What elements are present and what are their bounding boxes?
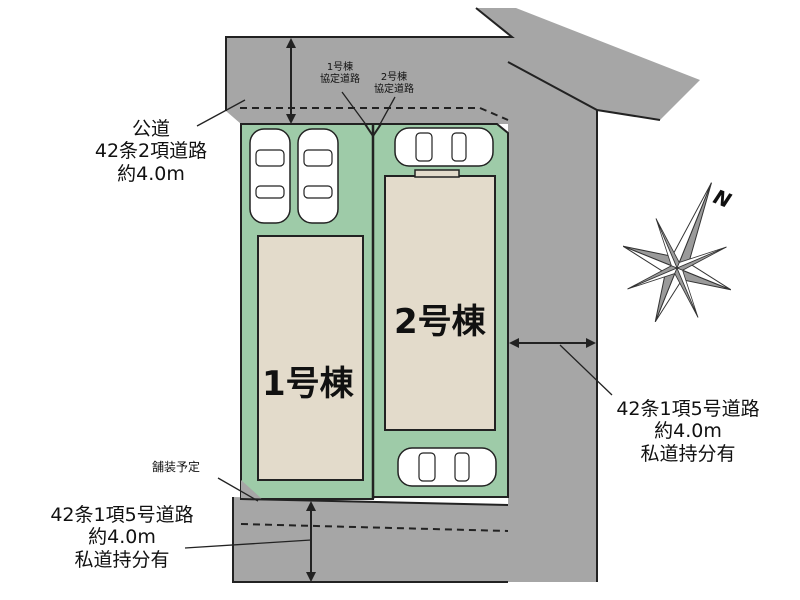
north-road	[226, 37, 508, 124]
south-road-type: 42条1項5号道路	[50, 504, 194, 526]
public-road-label: 公道 42条2項道路 約4.0m	[66, 118, 236, 185]
car-icon	[394, 127, 494, 167]
compass-north-label: N	[710, 184, 735, 213]
agreement-road-1-type: 協定道路	[320, 74, 360, 85]
south-road-label: 42条1項5号道路 約4.0m 私道持分有	[22, 504, 222, 571]
car-icon	[249, 128, 291, 224]
building-2-label: 2号棟	[394, 302, 486, 342]
public-road-width: 約4.0m	[117, 162, 185, 185]
car-icon	[397, 447, 497, 487]
building-1-label: 1号棟	[262, 364, 354, 404]
agreement-road-2-type: 協定道路	[374, 84, 414, 95]
east-road	[508, 62, 597, 582]
northeast-road	[476, 8, 700, 120]
east-road-ownership: 私道持分有	[640, 442, 736, 465]
east-road-type: 42条1項5号道路	[616, 398, 760, 420]
public-road-type: 42条2項道路	[94, 140, 208, 163]
agreement-road-2-building: 2号棟	[380, 72, 408, 83]
agreement-road-1-building: 1号棟	[326, 62, 354, 73]
paving-note: 舗装予定	[152, 460, 201, 474]
agreement-road-1-label: 1号棟 協定道路	[310, 62, 370, 86]
south-road-ownership: 私道持分有	[74, 548, 170, 571]
building-2-footprint	[384, 175, 496, 431]
compass-icon	[622, 182, 732, 323]
agreement-road-2-label: 2号棟 協定道路	[364, 72, 424, 96]
east-road-label: 42条1項5号道路 約4.0m 私道持分有	[588, 398, 788, 465]
building-1-footprint	[257, 235, 364, 481]
east-road-width: 約4.0m	[654, 420, 722, 443]
car-icon	[297, 128, 339, 224]
south-road-width: 約4.0m	[88, 526, 156, 549]
south-road	[233, 497, 508, 582]
public-road-name: 公道	[131, 118, 170, 140]
